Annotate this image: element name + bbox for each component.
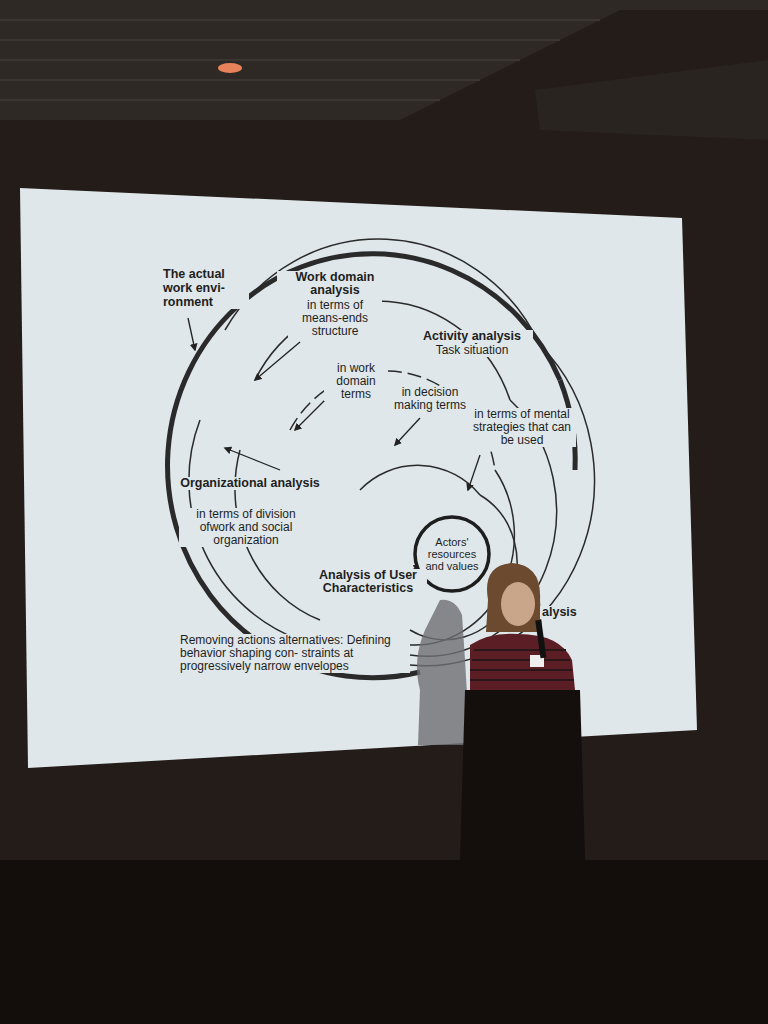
annotation-text: in terms of division ofwork and social o…	[179, 508, 313, 547]
analysis-heading: Activity analysis	[411, 330, 533, 343]
annotation-text: Task situation	[420, 344, 524, 357]
analysis-heading: alysis	[540, 606, 588, 619]
annotation-text: in terms of means-ends structure	[288, 299, 382, 338]
annotation-text: in work domain terms	[324, 362, 388, 401]
ceiling-beam	[535, 60, 768, 140]
annotation-text: Removing actions alternatives: Defining …	[178, 634, 410, 673]
ceiling-slats	[0, 20, 600, 100]
analysis-heading: Organizational analysis	[178, 477, 322, 490]
annotation-text: in terms of mental strategies that can b…	[468, 408, 576, 447]
shirt-stripes	[470, 650, 574, 680]
region-heading: The actual work envi- ronment	[163, 267, 249, 309]
ceiling-light	[218, 63, 242, 73]
projection-screen	[20, 188, 697, 768]
presenter-face	[501, 582, 535, 626]
presenter-shadow	[417, 600, 470, 745]
audience-floor	[0, 860, 768, 1024]
analysis-heading: Analysis of User Characteristics	[309, 569, 427, 595]
microphone	[535, 620, 546, 658]
circle-label: Actors' resources and values	[421, 536, 483, 572]
presenter-hair	[486, 563, 542, 632]
analysis-heading: Work domain analysis	[277, 271, 393, 297]
annotation-text: in decision making terms	[391, 386, 469, 412]
